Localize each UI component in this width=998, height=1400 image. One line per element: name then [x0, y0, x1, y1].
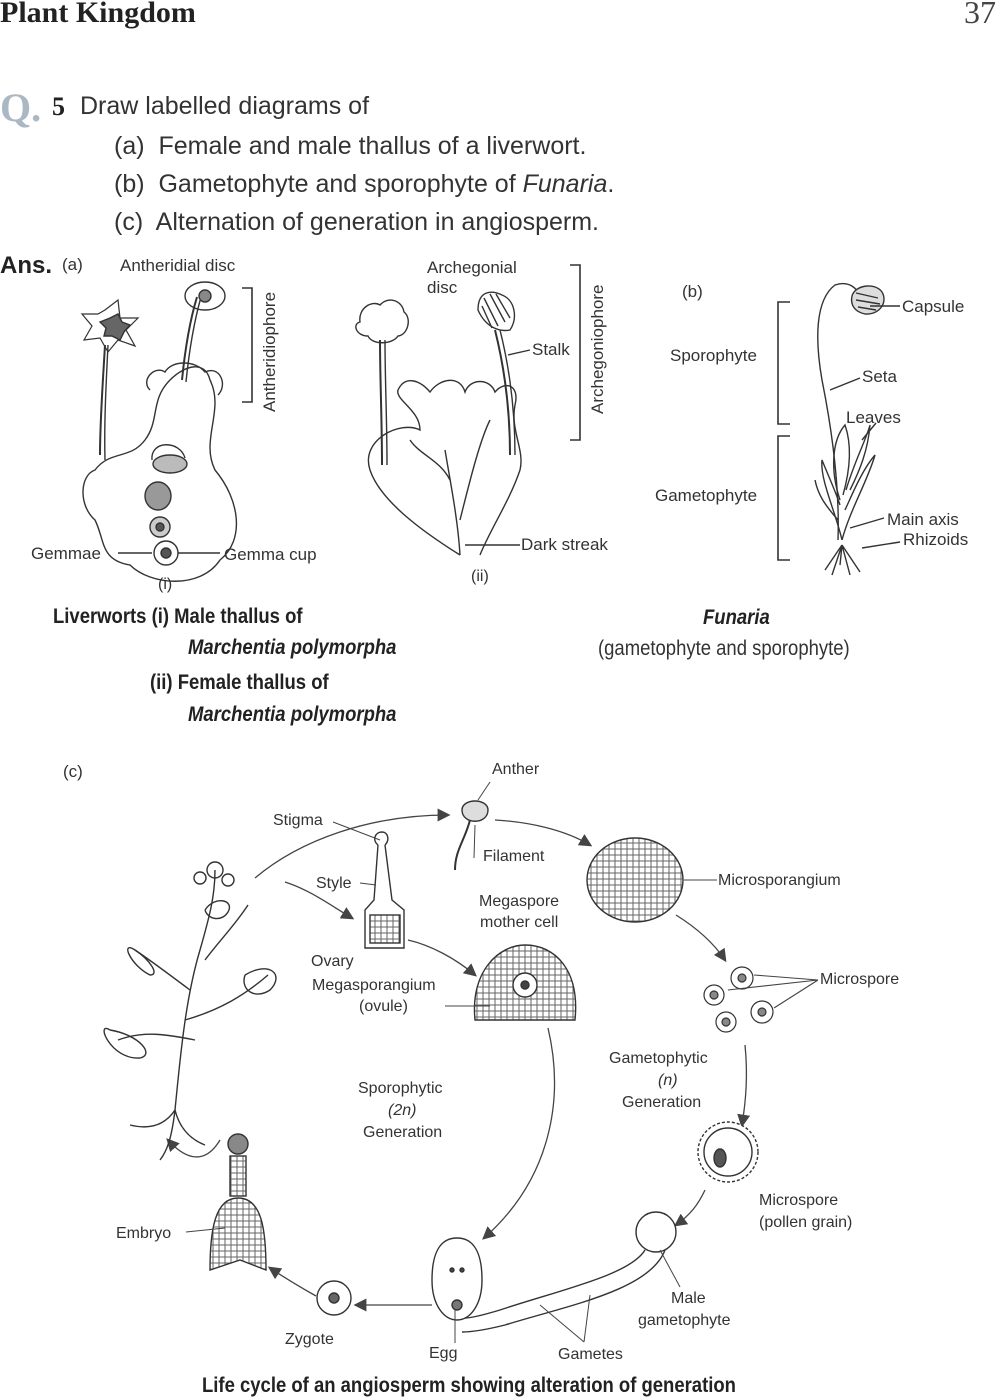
question-number: 5: [52, 92, 65, 121]
male-sub-label: (i): [158, 576, 173, 593]
page-number: 37: [964, 0, 996, 30]
male-gametophyte-label-1: Male: [671, 1290, 706, 1307]
female-sub-label: (ii): [471, 568, 489, 585]
sporophyte-label: Sporophyte: [670, 346, 757, 365]
microsporangium-drawing: [586, 837, 684, 923]
egg-label: Egg: [429, 1345, 458, 1362]
question-text: Draw labelled diagrams of: [80, 92, 370, 120]
embryo-label: Embryo: [116, 1225, 172, 1242]
microsporangium-label: Microsporangium: [718, 872, 841, 889]
gametophytic-label-3: Generation: [622, 1094, 702, 1111]
fig-b-caption-2: (gametophyte and sporophyte): [598, 637, 850, 660]
fig-c-label: (c): [63, 762, 83, 781]
pistil-drawing: [364, 831, 405, 949]
fig-c-caption: Life cycle of an angiosperm showing alte…: [202, 1374, 736, 1397]
leaves-label: Leaves: [846, 408, 901, 427]
anther-label: Anther: [492, 761, 540, 778]
gametes-label: Gametes: [558, 1346, 623, 1363]
megasporangium-label-2: (ovule): [359, 998, 408, 1015]
gemmae-label: Gemmae: [31, 544, 101, 563]
pollen-grain-label-1: Microspore: [759, 1192, 839, 1209]
fig-b-label: (b): [682, 282, 703, 301]
ovary-label: Ovary: [311, 953, 354, 970]
microspore-label: Microspore: [820, 971, 900, 988]
male-gametophyte-label-2: gametophyte: [638, 1312, 731, 1329]
fig-a-caption-2: Marchentia polymorpha: [188, 636, 397, 659]
question-mark: Q.: [0, 85, 42, 130]
antheridial-disc-label: Antheridial disc: [120, 256, 236, 275]
capsule-label: Capsule: [902, 297, 965, 316]
seta-label: Seta: [862, 367, 897, 386]
sporophytic-label-1: Sporophytic: [358, 1080, 443, 1097]
dark-streak-label: Dark streak: [521, 535, 608, 554]
stigma-label: Stigma: [273, 812, 323, 829]
pollen-grain-label-2: (pollen grain): [759, 1214, 853, 1231]
gametophytic-label-1: Gametophytic: [609, 1050, 708, 1067]
gametophyte-label: Gametophyte: [655, 486, 758, 505]
page-title: Plant Kingdom: [0, 0, 196, 29]
style-label: Style: [316, 875, 352, 892]
archegonial-disc-label: disc: [427, 278, 458, 297]
anther-drawing: [454, 800, 489, 871]
pollen-grain-drawing: [697, 1121, 759, 1183]
sporophytic-label-3: Generation: [363, 1124, 443, 1141]
megasporangium-label-1: Megasporangium: [312, 977, 436, 994]
main-axis-label: Main axis: [887, 510, 959, 529]
question-item-b: (b) Gametophyte and sporophyte of Funari…: [114, 170, 615, 198]
rhizoids-label: Rhizoids: [903, 530, 969, 549]
megasporangium-drawing: [473, 944, 577, 1021]
fig-a-caption-4: Marchentia polymorpha: [188, 703, 397, 726]
embryo-sac-drawing: [431, 1237, 483, 1321]
female-thallus-drawing: [355, 264, 581, 556]
answer-prefix: Ans.: [0, 252, 53, 279]
fig-b-caption-1: Funaria: [703, 606, 770, 629]
embryo-drawing: [209, 1133, 267, 1272]
filament-label: Filament: [483, 848, 545, 865]
zygote-drawing: [316, 1280, 352, 1316]
fig-a-label: (a): [62, 255, 83, 274]
male-thallus-drawing: [80, 281, 253, 582]
fig-a-caption-1: Liverworts (i) Male thallus of: [53, 605, 303, 628]
zygote-label: Zygote: [285, 1331, 334, 1348]
microspores-drawing: [703, 966, 774, 1033]
archegonial-label: Archegonial: [427, 258, 517, 277]
gametophytic-label-2: (n): [658, 1072, 678, 1089]
stalk-label: Stalk: [532, 340, 570, 359]
question-item-a: (a) Female and male thallus of a liverwo…: [114, 132, 587, 160]
megaspore-mother-cell-label-1: Megaspore: [479, 893, 560, 910]
fig-a-caption-3: (ii) Female thallus of: [150, 671, 329, 694]
pollen-tube-drawing: [461, 1211, 677, 1333]
funaria-drawing: [777, 283, 901, 576]
gemma-cup-label: Gemma cup: [224, 545, 317, 564]
angiosperm-plant-drawing: [103, 861, 277, 1161]
megaspore-mother-cell-label-2: mother cell: [480, 914, 559, 931]
sporophytic-label-2: (2n): [388, 1102, 417, 1119]
fig-ab-drawings: [80, 264, 901, 582]
question-item-c: (c) Alternation of generation in angiosp…: [114, 208, 600, 236]
